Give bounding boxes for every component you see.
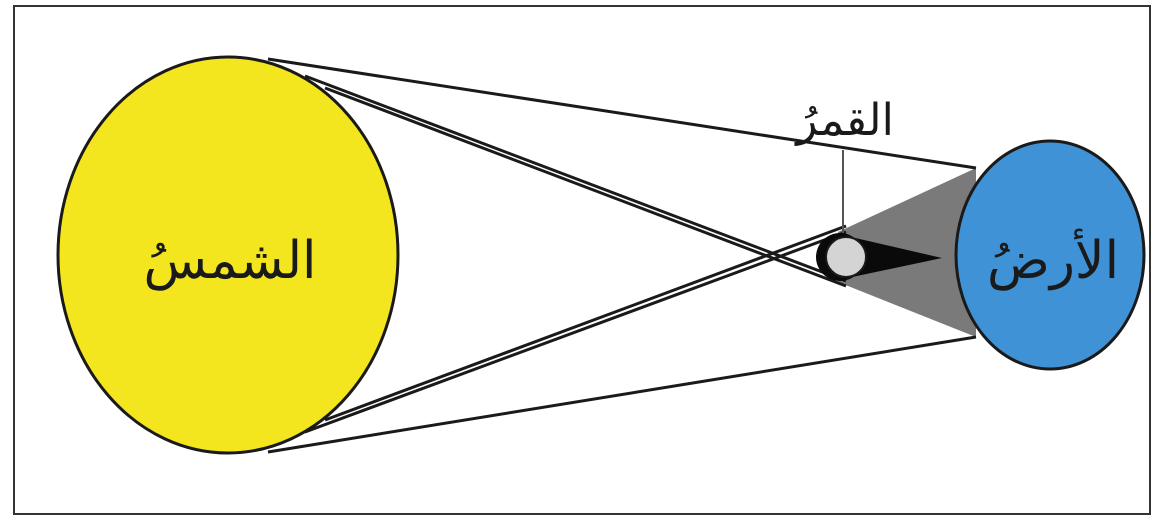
earth-label: الأرضُ: [987, 228, 1119, 291]
sun-label: الشمسُ: [143, 231, 316, 291]
moon-circle: [826, 237, 866, 277]
moon-label: القمرُ: [794, 95, 894, 146]
